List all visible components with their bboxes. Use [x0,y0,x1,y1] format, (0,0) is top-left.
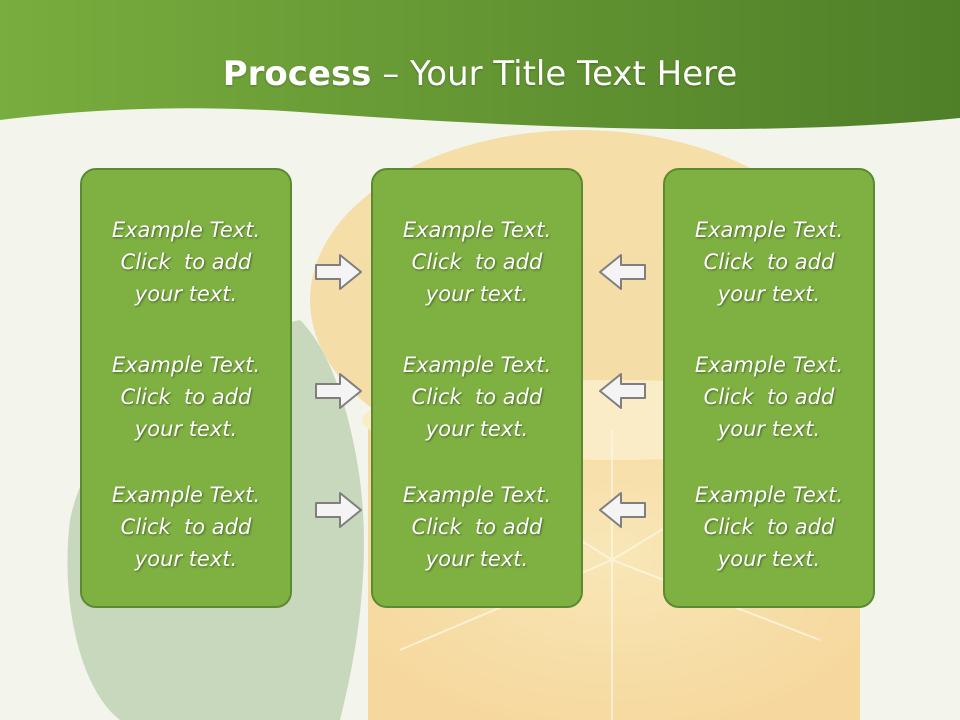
title-rest: – Your Title Text Here [371,54,738,94]
text-line: Click to add [411,385,543,409]
text-block[interactable]: Example Text. Click to add your text. [373,479,581,575]
text-block[interactable]: Example Text. Click to add your text. [665,349,873,445]
text-line: Click to add [703,385,835,409]
page-title[interactable]: Process – Your Title Text Here [0,52,960,96]
arrow-right-icon [315,254,362,290]
text-line: Click to add [411,250,543,274]
text-block[interactable]: Example Text. Click to add your text. [373,214,581,310]
text-line: Click to add [120,385,252,409]
text-line: Click to add [703,250,835,274]
text-line: your text. [717,417,821,441]
process-box-right[interactable]: Example Text. Click to add your text. Ex… [663,168,875,608]
arrow-left-icon [599,373,646,409]
text-line: your text. [425,417,529,441]
text-block[interactable]: Example Text. Click to add your text. [82,479,290,575]
process-box-left[interactable]: Example Text. Click to add your text. Ex… [80,168,292,608]
text-block[interactable]: Example Text. Click to add your text. [82,349,290,445]
text-line: Example Text. [111,353,261,377]
text-line: your text. [134,547,238,571]
text-line: your text. [425,547,529,571]
text-line: Example Text. [111,218,261,242]
text-line: your text. [134,282,238,306]
header-band [0,0,960,130]
text-line: Click to add [120,515,252,539]
title-bold: Process [222,54,372,94]
text-line: your text. [717,282,821,306]
text-line: Example Text. [402,218,552,242]
arrow-left-icon [599,254,646,290]
text-block[interactable]: Example Text. Click to add your text. [82,214,290,310]
arrow-left-icon [599,492,646,528]
text-line: Example Text. [402,483,552,507]
text-line: your text. [717,547,821,571]
text-block[interactable]: Example Text. Click to add your text. [665,479,873,575]
text-line: Example Text. [402,353,552,377]
text-line: Example Text. [111,483,261,507]
text-line: Click to add [411,515,543,539]
text-block[interactable]: Example Text. Click to add your text. [373,349,581,445]
arrow-right-icon [315,492,362,528]
arrow-right-icon [315,373,362,409]
text-block[interactable]: Example Text. Click to add your text. [665,214,873,310]
text-line: Click to add [120,250,252,274]
text-line: Example Text. [694,353,844,377]
text-line: Click to add [703,515,835,539]
text-line: your text. [425,282,529,306]
text-line: your text. [134,417,238,441]
text-line: Example Text. [694,218,844,242]
text-line: Example Text. [694,483,844,507]
process-box-center[interactable]: Example Text. Click to add your text. Ex… [371,168,583,608]
